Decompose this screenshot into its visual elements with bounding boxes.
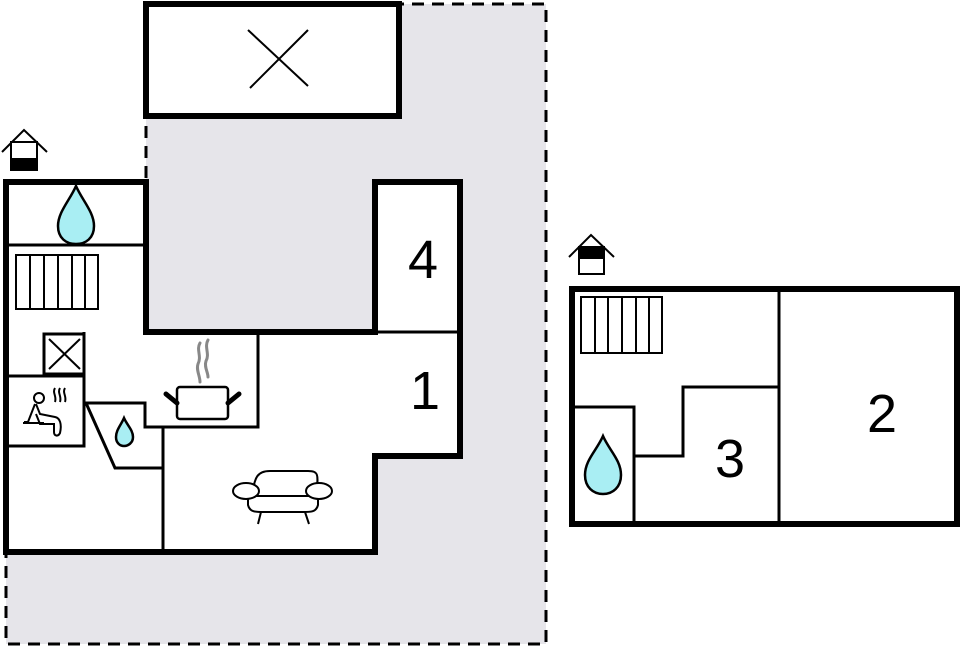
sauna-icon [23, 387, 67, 437]
room-label-4: 4 [408, 230, 438, 290]
annex-outer-walls [569, 286, 960, 527]
main-building-floor [6, 182, 460, 552]
cross-icon [247, 29, 309, 89]
main-outer-walls [3, 179, 463, 555]
annex-inner-walls [572, 289, 781, 524]
radiator-icon [15, 254, 99, 310]
toilet-water-icon [114, 414, 135, 448]
room-label-2: 2 [867, 384, 897, 444]
carport [143, 1, 402, 119]
shower-icon [583, 432, 623, 496]
entrance-icon [568, 233, 615, 275]
room-label-1: 1 [410, 361, 440, 421]
room-label-3: 3 [715, 429, 745, 489]
shower-icon [56, 182, 96, 246]
technical-room-icon [48, 338, 81, 370]
main-inner-walls [6, 243, 460, 552]
entrance-icon [1, 128, 48, 171]
kitchen-pot-icon [163, 338, 242, 421]
sofa-icon [232, 470, 333, 525]
radiator-icon [580, 296, 663, 354]
